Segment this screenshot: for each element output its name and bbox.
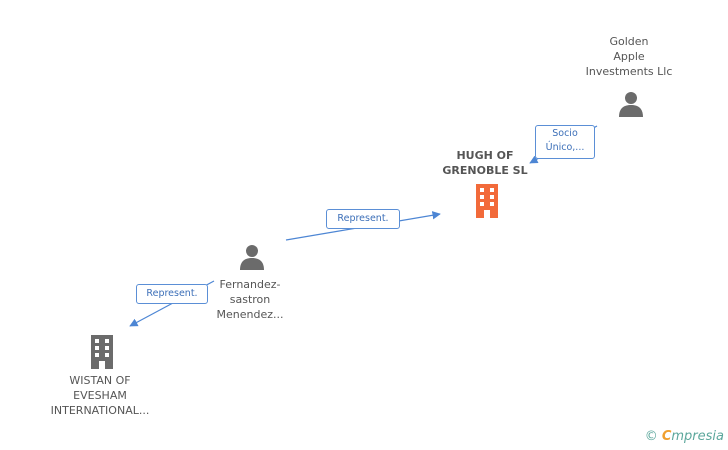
edge-socio-badge[interactable]: Socio Único,... <box>535 125 595 159</box>
node-hugh-label[interactable]: HUGH OF GRENOBLE SL <box>425 148 545 178</box>
node-golden-line-2: Apple <box>613 50 645 63</box>
node-wistan-line-2: EVESHAM <box>73 389 127 402</box>
node-wistan-line-3: INTERNATIONAL... <box>50 404 150 417</box>
edge-represent-top-badge[interactable]: Represent. <box>326 209 400 229</box>
node-hugh-line-2: GRENOBLE SL <box>442 164 528 177</box>
node-fernandez-label[interactable]: Fernandez- sastron Menendez... <box>200 277 300 322</box>
node-hugh-line-1: HUGH OF <box>456 149 514 162</box>
brand-logo-initial: C <box>661 429 672 444</box>
node-fernandez-line-1: Fernandez- <box>219 278 281 291</box>
brand-footer: © Cmpresia <box>645 429 724 444</box>
node-wistan-label[interactable]: WISTAN OF EVESHAM INTERNATIONAL... <box>40 373 160 418</box>
edge-represent-bottom-badge[interactable]: Represent. <box>136 284 208 304</box>
node-golden-label[interactable]: Golden Apple Investments Llc <box>574 34 684 79</box>
building-icon[interactable] <box>86 335 118 369</box>
node-golden-line-3: Investments Llc <box>585 65 673 78</box>
node-golden-line-1: Golden <box>609 35 649 48</box>
person-icon[interactable] <box>238 242 266 270</box>
person-icon[interactable] <box>617 89 645 117</box>
edge-socio-line-2: Único,... <box>545 142 585 153</box>
node-wistan-line-1: WISTAN OF <box>69 374 131 387</box>
edge-socio-line-1: Socio <box>552 128 578 139</box>
node-fernandez-line-2: sastron <box>229 293 271 306</box>
node-fernandez-line-3: Menendez... <box>216 308 284 321</box>
copyright-icon: © <box>644 429 658 444</box>
brand-logo-text: mpresia <box>671 429 724 444</box>
building-icon-focus[interactable] <box>471 184 503 218</box>
